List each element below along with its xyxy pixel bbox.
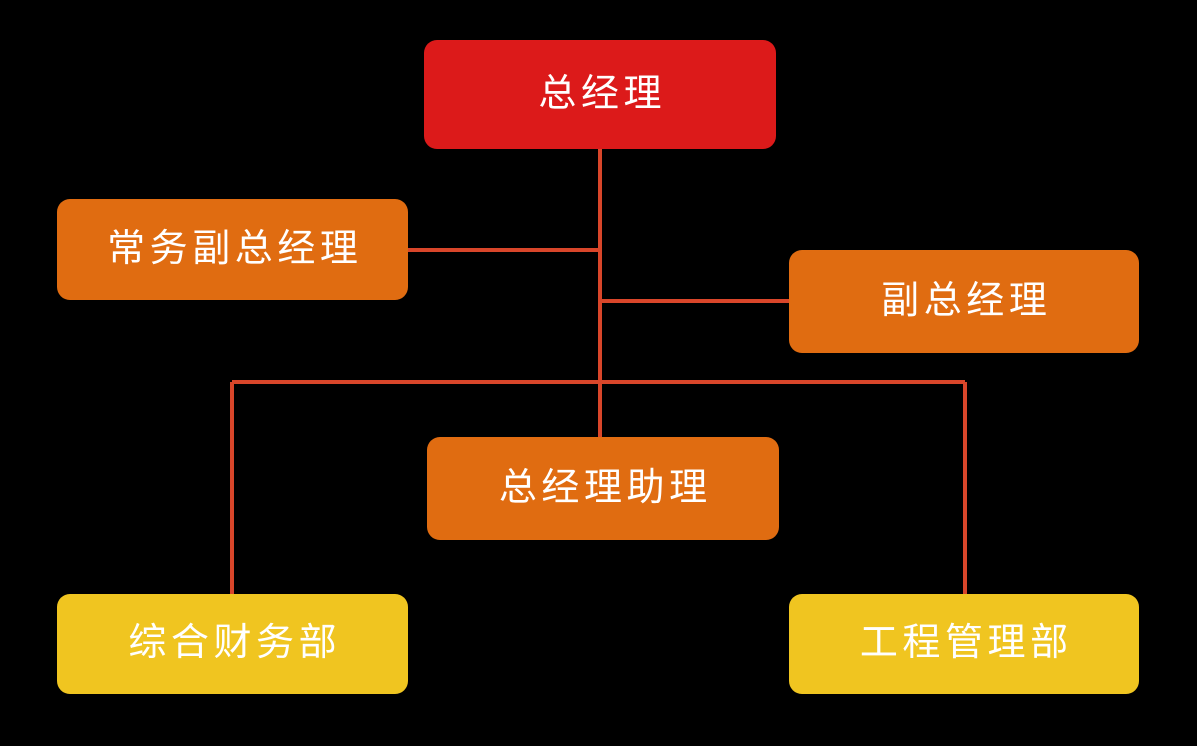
node-deputy-general-manager-label: 副总经理 bbox=[881, 279, 1052, 322]
node-engineering-department-label: 工程管理部 bbox=[859, 622, 1073, 665]
node-executive-deputy-general-manager[interactable]: 常务副总经理 bbox=[57, 199, 408, 300]
node-general-manager-assistant-label: 总经理助理 bbox=[498, 466, 712, 509]
node-executive-deputy-general-manager-label: 常务副总经理 bbox=[107, 227, 363, 270]
node-general-manager-assistant[interactable]: 总经理助理 bbox=[427, 437, 779, 540]
node-general-manager-label: 总经理 bbox=[538, 72, 667, 115]
node-finance-department[interactable]: 综合财务部 bbox=[57, 594, 408, 694]
node-finance-department-label: 综合财务部 bbox=[128, 622, 342, 665]
node-deputy-general-manager[interactable]: 副总经理 bbox=[789, 250, 1139, 353]
node-engineering-department[interactable]: 工程管理部 bbox=[789, 594, 1139, 694]
node-general-manager[interactable]: 总经理 bbox=[424, 40, 776, 149]
